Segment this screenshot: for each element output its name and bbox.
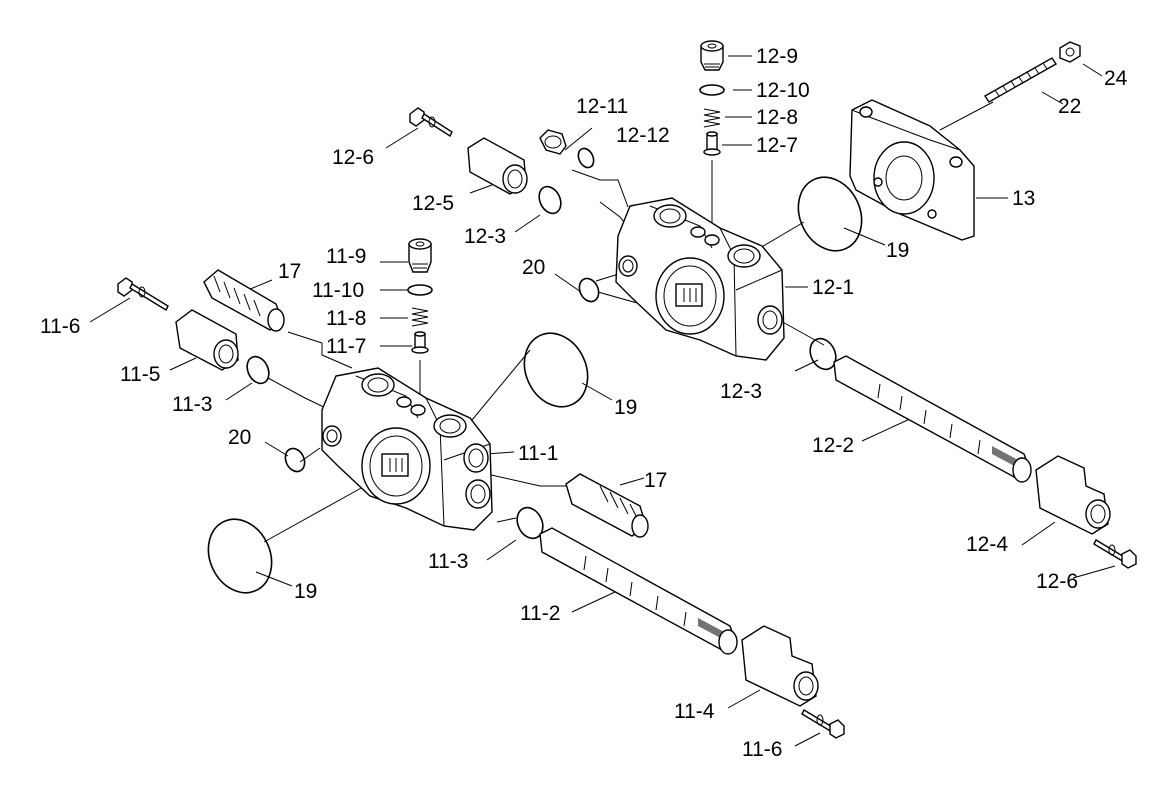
relief-valve-17-upper [203,269,285,332]
bolt-12-6-upper [409,107,453,138]
end-plate-13 [849,99,975,241]
label-12-7: 12-7 [756,134,798,157]
valve-section-body-12-1 [615,197,785,361]
o-ring-12-3-upper [538,185,562,215]
spring-cap-11-4 [741,625,819,707]
part-labels: 12-9 12-10 12-8 12-7 12-11 12-12 12-6 12… [40,45,1128,761]
label-19-upper: 19 [886,239,909,262]
label-11-3-lower: 11-3 [428,550,468,573]
label-11-10: 11-10 [312,279,364,302]
label-11-1: 11-1 [518,442,558,465]
o-ring-12-3-lower [809,337,837,371]
stud-bolt-22 [984,57,1057,103]
label-12-6-lower: 12-6 [1036,570,1078,593]
label-22: 22 [1058,95,1081,118]
spring-cap-12-4 [1035,455,1111,535]
label-12-3-upper: 12-3 [464,225,506,248]
label-12-3-lower: 12-3 [720,380,762,403]
spool-11-2 [539,527,738,655]
label-12-1: 12-1 [812,276,854,299]
o-ring-11-3-lower [516,506,544,540]
label-11-6-lower: 11-6 [742,738,782,761]
label-12-10: 12-10 [756,79,810,102]
label-12-9: 12-9 [756,45,798,68]
label-11-6-upper: 11-6 [40,315,80,338]
bolt-12-6-lower [1093,539,1137,569]
label-11-7: 11-7 [326,335,366,358]
poppet-12-7 [703,131,721,156]
label-11-5: 11-5 [120,363,160,386]
label-12-12: 12-12 [616,124,670,147]
label-12-11: 12-11 [576,95,628,118]
o-ring-11-3-upper [246,355,270,385]
o-ring-11-10 [407,284,433,296]
label-11-4: 11-4 [674,700,715,723]
label-19-lower: 19 [294,580,317,603]
spool-cap-12-5 [467,137,528,195]
label-20-lower: 20 [228,426,251,449]
spool-cap-11-5 [175,309,239,371]
o-ring-19-upper [797,176,863,252]
label-24: 24 [1104,67,1128,90]
bolt-11-6-lower [801,709,845,739]
plug-12-9 [700,40,724,71]
spring-11-8 [411,307,429,327]
poppet-11-7 [411,331,429,354]
label-20-upper: 20 [522,256,545,279]
o-ring-20-upper [578,277,600,303]
bolt-11-6-upper [117,277,169,311]
label-17-upper: 17 [278,260,301,283]
label-11-3-upper: 11-3 [172,393,212,416]
label-11-2: 11-2 [520,602,560,625]
label-12-5: 12-5 [412,192,454,215]
label-11-9: 11-9 [326,245,366,268]
plug-12-11 [539,129,567,155]
o-ring-19-lower [207,518,273,594]
label-12-8: 12-8 [756,106,798,129]
label-17-lower: 17 [644,469,667,492]
spool-12-2 [833,355,1032,483]
o-ring-20-lower [284,447,306,473]
nut-24 [1059,41,1081,63]
o-rings [207,84,863,594]
o-ring-12-10 [699,84,725,96]
label-12-6-upper: 12-6 [332,146,374,169]
spring-12-8 [703,108,721,128]
valve-section-body-11-1 [321,367,493,531]
o-ring-19-middle [523,332,589,408]
label-19-middle: 19 [614,396,637,419]
relief-valve-17-lower [565,473,649,538]
o-ring-12-12 [577,147,595,169]
label-12-2: 12-2 [812,434,854,457]
plug-11-9 [408,238,432,273]
label-11-8: 11-8 [326,307,366,330]
label-13: 13 [1012,187,1035,210]
label-12-4: 12-4 [966,533,1008,556]
